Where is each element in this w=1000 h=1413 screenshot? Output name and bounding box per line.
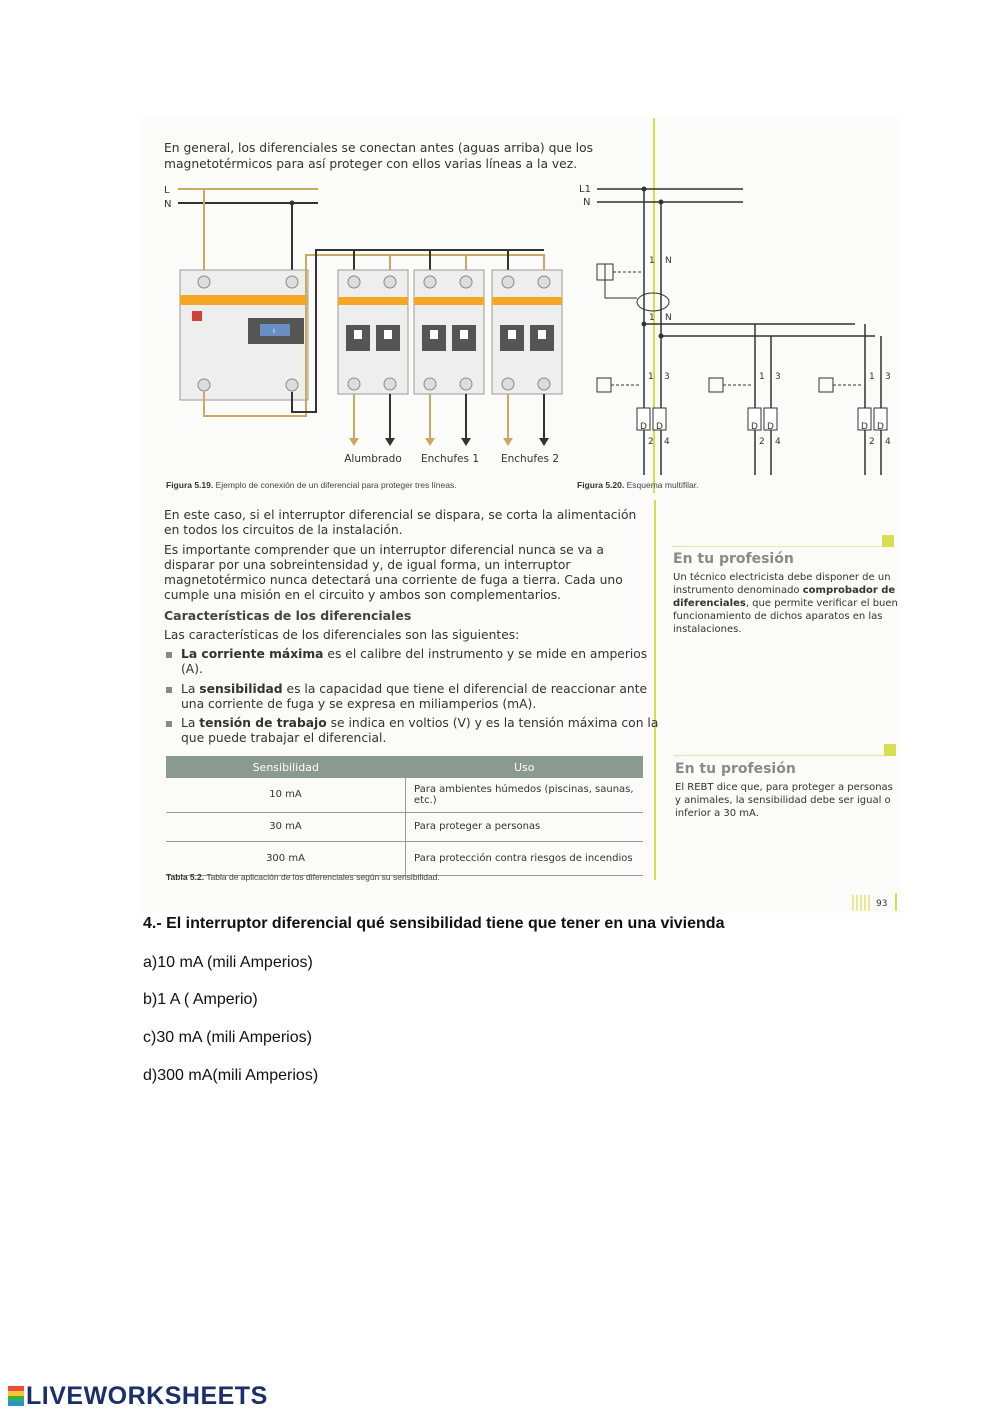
svg-text:D: D (640, 422, 647, 432)
list-item: La sensibilidad es la capacidad que tien… (166, 682, 659, 712)
list-intro: Las características de los diferenciales… (164, 628, 520, 642)
label-N: N (583, 197, 590, 208)
sensitivity-table: Sensibilidad Uso 10 mA Para ambientes hú… (166, 756, 643, 876)
breaker-enchufes-2 (491, 269, 563, 395)
svg-text:D: D (656, 422, 663, 432)
label-N: N (164, 199, 171, 210)
svg-text:1: 1 (759, 372, 765, 382)
table-header: Sensibilidad (166, 756, 406, 778)
svg-text:D: D (751, 422, 758, 432)
svg-text:3: 3 (664, 372, 670, 382)
breaker-enchufes-1 (413, 269, 485, 395)
table-caption: Tabla 5.2. Tabla de aplicación de los di… (166, 872, 440, 882)
question-title: 4.- El interruptor diferencial qué sensi… (143, 915, 725, 932)
yellow-rule (654, 500, 656, 880)
figure-5-19-caption: Figura 5.19. Ejemplo de conexión de un d… (166, 480, 457, 490)
table-header: Uso (405, 756, 643, 778)
line-label: Alumbrado (344, 453, 402, 465)
yellow-rule (653, 118, 655, 493)
svg-text:D: D (767, 422, 774, 432)
answer-option[interactable]: b)1 A ( Amperio) (143, 991, 258, 1008)
table-row: 10 mA Para ambientes húmedos (piscinas, … (166, 778, 643, 813)
svg-text:D: D (861, 422, 868, 432)
answer-option[interactable]: a)10 mA (mili Amperios) (143, 954, 313, 971)
answer-option[interactable]: d)300 mA(mili Amperios) (143, 1067, 319, 1084)
figure-5-19-diagram: L N I (164, 185, 563, 465)
svg-text:2: 2 (759, 437, 765, 447)
paragraph-2: Es importante comprender que un interrup… (164, 543, 623, 602)
sidebox-rule (675, 755, 885, 757)
sidebox-title: En tu profesión (675, 761, 796, 777)
sidebox-title: En tu profesión (673, 551, 794, 567)
line-label: Enchufes 1 (421, 453, 479, 465)
yellow-tab (882, 535, 894, 547)
page-number: 93 (876, 899, 888, 909)
answer-option[interactable]: c)30 mA (mili Amperios) (143, 1029, 312, 1046)
svg-text:D: D (877, 422, 884, 432)
svg-text:2: 2 (869, 437, 875, 447)
svg-text:N: N (665, 256, 672, 266)
label-L: L (164, 185, 170, 196)
yellow-rule (895, 893, 897, 911)
svg-text:1: 1 (869, 372, 875, 382)
breaker-alumbrado (337, 269, 409, 395)
line-label: Enchufes 2 (501, 453, 559, 465)
sidebox-text: Un técnico electricista debe disponer de… (673, 572, 898, 635)
section-heading: Características de los diferenciales (164, 608, 412, 623)
svg-text:4: 4 (885, 437, 891, 447)
liveworksheets-logo: LIVEWORKSHEETS (8, 1382, 268, 1411)
sidebox-text: El REBT dice que, para proteger a person… (675, 782, 893, 819)
svg-text:1: 1 (649, 313, 655, 323)
svg-text:3: 3 (885, 372, 891, 382)
svg-text:1: 1 (649, 256, 655, 266)
list-item: La corriente máxima es el calibre del in… (166, 647, 659, 677)
paragraph-1: En este caso, si el interruptor diferenc… (164, 508, 637, 537)
svg-text:4: 4 (775, 437, 781, 447)
svg-text:4: 4 (664, 437, 670, 447)
svg-text:3: 3 (775, 372, 781, 382)
svg-text:N: N (665, 313, 672, 323)
breaker-mark: I (273, 328, 275, 335)
table-row: 300 mA Para protección contra riesgos de… (166, 841, 643, 876)
svg-text:1: 1 (648, 372, 654, 382)
yellow-tab (884, 744, 896, 756)
sidebox-rule (672, 546, 882, 548)
svg-text:2: 2 (648, 437, 654, 447)
table-row: 30 mA Para proteger a personas (166, 812, 643, 842)
logo-icon (8, 1386, 24, 1406)
intro-text: En general, los diferenciales se conecta… (164, 141, 594, 171)
figure-5-20-caption: Figura 5.20. Esquema multifilar. (577, 480, 699, 490)
label-L1: L1 (579, 184, 591, 195)
page-decoration (852, 895, 872, 911)
list-item: La tensión de trabajo se indica en volti… (166, 716, 659, 746)
